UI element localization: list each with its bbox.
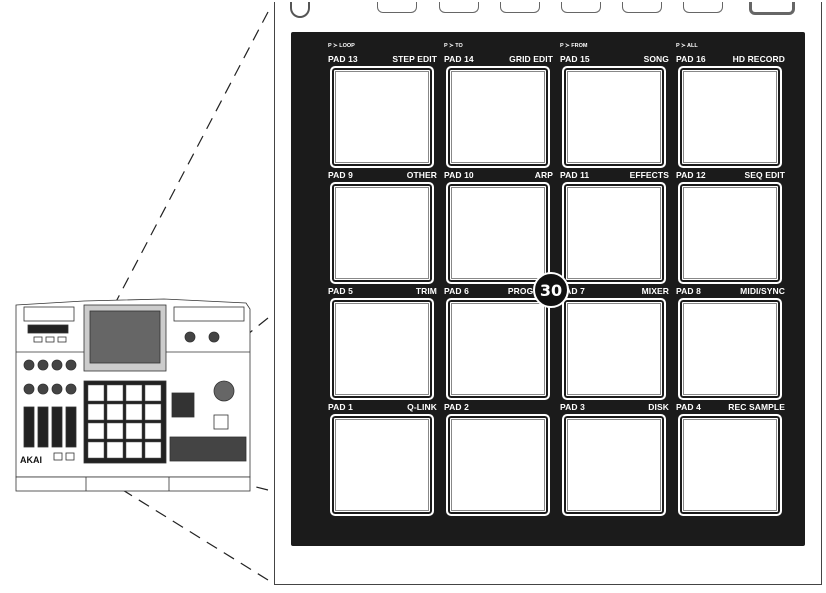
pad-function-label: SONG bbox=[643, 54, 669, 64]
pad-15-button[interactable] bbox=[562, 66, 666, 168]
pad-function-label: EFFECTS bbox=[629, 170, 669, 180]
pad-12-button[interactable] bbox=[678, 182, 782, 284]
top-slot bbox=[439, 2, 479, 13]
pad-number-label: PAD 10 bbox=[444, 170, 474, 180]
pad-number-label: PAD 14 bbox=[444, 54, 474, 64]
pad-number-label: PAD 2 bbox=[444, 402, 469, 412]
pad-8-button[interactable] bbox=[678, 298, 782, 400]
callout-number-badge: 30 bbox=[533, 272, 569, 308]
top-slot bbox=[683, 2, 723, 13]
pad-function-label: PROGRAM bbox=[507, 286, 553, 296]
pad-function-label: DISK bbox=[648, 402, 669, 412]
pad-function-label: TRIM bbox=[415, 286, 437, 296]
top-slot bbox=[622, 2, 662, 13]
pad-number-label: PAD 4 bbox=[676, 402, 701, 412]
pad-7-button[interactable] bbox=[562, 298, 666, 400]
pad-number-label: PAD 1 bbox=[328, 402, 353, 412]
pad-4-button[interactable] bbox=[678, 414, 782, 516]
pad-number-label: PAD 11 bbox=[560, 170, 590, 180]
pad-function-label: OTHER bbox=[406, 170, 437, 180]
pad-6-button[interactable] bbox=[446, 298, 550, 400]
pad-function-label: STEP EDIT bbox=[392, 54, 437, 64]
pad-function-label: ARP bbox=[534, 170, 553, 180]
pad-number-label: PAD 12 bbox=[676, 170, 706, 180]
pad-14-button[interactable] bbox=[446, 66, 550, 168]
pad-16-button[interactable] bbox=[678, 66, 782, 168]
pad-3-button[interactable] bbox=[562, 414, 666, 516]
guide-line-top-right bbox=[237, 317, 269, 343]
pad-shift-label: P ≻ TO bbox=[444, 43, 463, 49]
pad-function-label: SEQ EDIT bbox=[744, 170, 785, 180]
pad-5-button[interactable] bbox=[330, 298, 434, 400]
pad-function-label: MIDI/SYNC bbox=[740, 286, 785, 296]
device-brand-logo: AKAI bbox=[20, 455, 42, 465]
device-overview: AKAI bbox=[15, 298, 251, 492]
top-slot bbox=[749, 2, 795, 15]
pad-number-label: PAD 16 bbox=[676, 54, 706, 64]
pad-1-button[interactable] bbox=[330, 414, 434, 516]
pad-number-label: PAD 13 bbox=[328, 54, 358, 64]
pad-2-button[interactable] bbox=[446, 414, 550, 516]
pad-number-label: PAD 5 bbox=[328, 286, 353, 296]
top-slot bbox=[500, 2, 540, 13]
guide-line-top-left bbox=[87, 11, 269, 356]
pad-number-label: PAD 6 bbox=[444, 286, 469, 296]
pad-13-button[interactable] bbox=[330, 66, 434, 168]
pad-9-button[interactable] bbox=[330, 182, 434, 284]
top-slot bbox=[377, 2, 417, 13]
pad-number-label: PAD 15 bbox=[560, 54, 590, 64]
pad-11-button[interactable] bbox=[562, 182, 666, 284]
pad-number-label: PAD 9 bbox=[328, 170, 353, 180]
pad-number-label: PAD 7 bbox=[560, 286, 585, 296]
pad-shift-label: P ≻ LOOP bbox=[328, 43, 355, 49]
pad-function-label: GRID EDIT bbox=[509, 54, 553, 64]
pad-number-label: PAD 8 bbox=[676, 286, 701, 296]
pad-shift-label: P ≻ ALL bbox=[676, 43, 698, 49]
top-knob-edge bbox=[290, 2, 310, 18]
pad-function-label: Q-LINK bbox=[407, 402, 437, 412]
pad-10-button[interactable] bbox=[446, 182, 550, 284]
pad-number-label: PAD 3 bbox=[560, 402, 585, 412]
pad-function-label: MIXER bbox=[641, 286, 669, 296]
pad-function-label: REC SAMPLE bbox=[728, 402, 785, 412]
pad-shift-label: P ≻ FROM bbox=[560, 43, 588, 49]
pad-function-label: HD RECORD bbox=[732, 54, 785, 64]
top-slot bbox=[561, 2, 601, 13]
